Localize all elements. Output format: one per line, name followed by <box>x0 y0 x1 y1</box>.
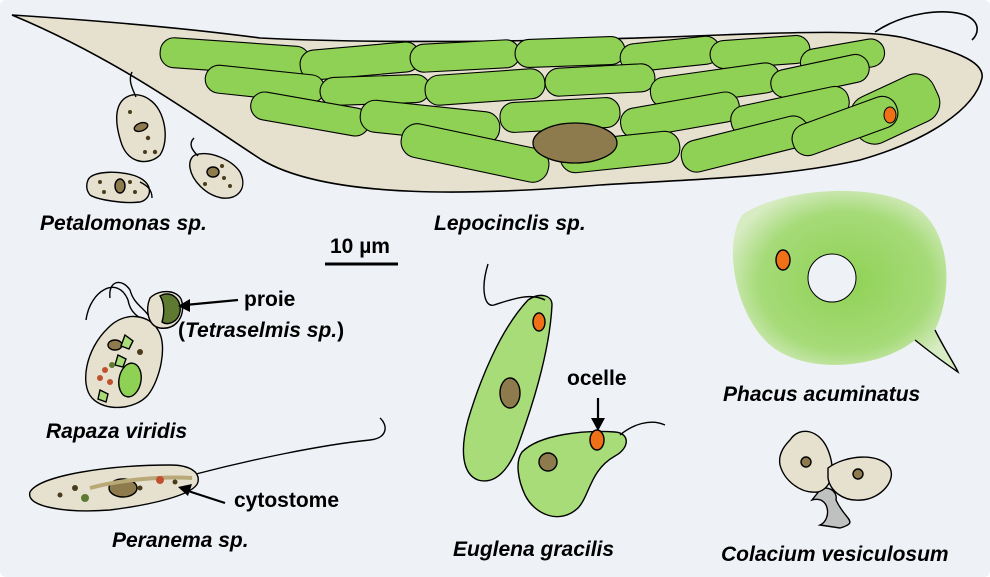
label-colacium: Colacium vesiculosum <box>721 544 949 565</box>
petalomonas-cell <box>87 172 152 202</box>
label-scale-bar: 10 µm <box>330 236 390 257</box>
label-euglena: Euglena gracilis <box>453 539 614 560</box>
label-proie: proie <box>244 289 295 310</box>
tetraselmis-name: Tetraselmis sp. <box>185 319 337 342</box>
proie-arrow <box>185 300 238 305</box>
cytostome-arrow <box>185 490 225 503</box>
colacium-cells <box>780 431 892 528</box>
label-phacus: Phacus acuminatus <box>723 384 920 405</box>
lepocinclis-cell <box>12 12 982 192</box>
label-lepocinclis: Lepocinclis sp. <box>434 213 586 234</box>
label-petalomonas: Petalomonas sp. <box>40 213 207 234</box>
paren-open: ( <box>178 319 185 342</box>
label-rapaza: Rapaza viridis <box>46 421 187 442</box>
label-peranema: Peranema sp. <box>112 530 249 551</box>
rapaza-cell <box>86 282 183 407</box>
paren-close: ) <box>337 319 344 342</box>
lepocinclis-nucleus <box>533 123 617 163</box>
ocelle-arrowhead <box>591 418 605 431</box>
euglena-rounded-cell <box>518 422 665 516</box>
label-cytostome: cytostome <box>234 490 339 511</box>
phacus-cell <box>733 191 958 372</box>
peranema-flagellum <box>196 418 385 474</box>
petalomonas-cell <box>190 138 243 198</box>
label-ocelle: ocelle <box>567 368 627 389</box>
lepocinclis-eyespot <box>884 107 896 123</box>
label-tetraselmis: (Tetraselmis sp.) <box>178 320 344 341</box>
